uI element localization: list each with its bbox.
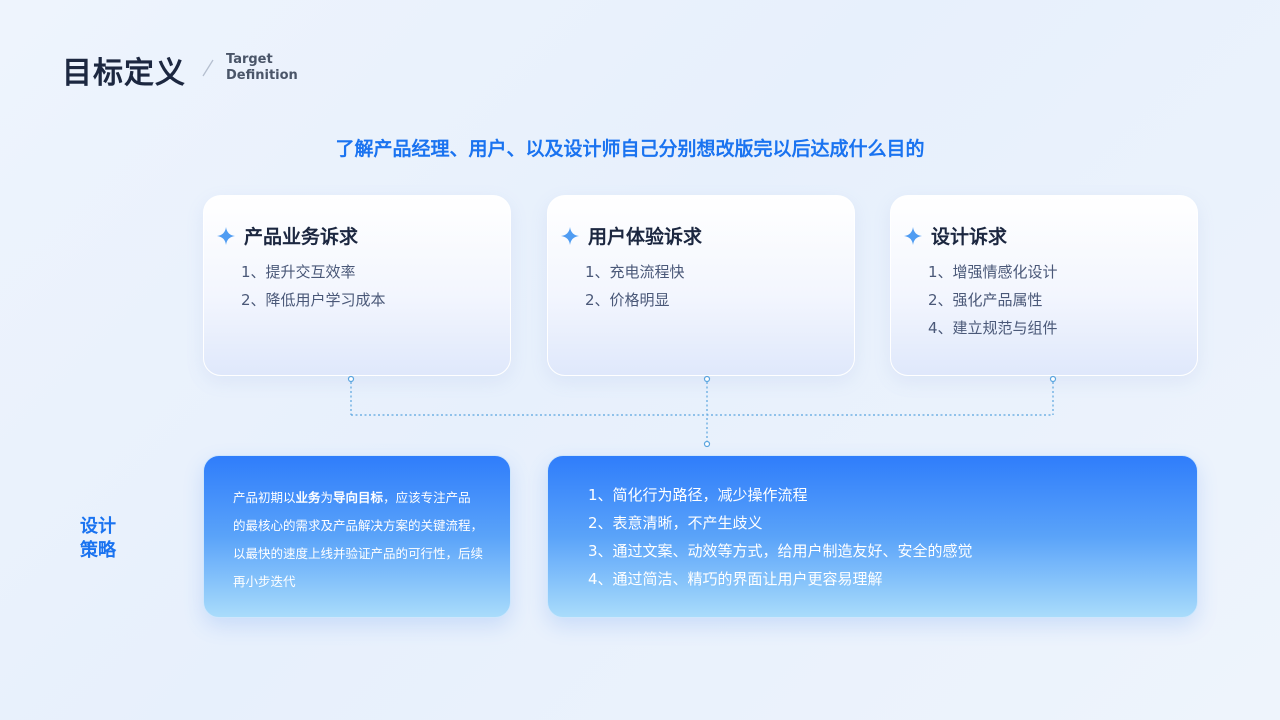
- strategy-summary-card: 产品初期以业务为导向目标，应该专注产品的最核心的需求及产品解决方案的关键流程，以…: [203, 455, 511, 618]
- strategy-paragraph: 产品初期以业务为导向目标，应该专注产品的最核心的需求及产品解决方案的关键流程，以…: [233, 484, 483, 596]
- card-header: 设计诉求: [903, 222, 1007, 249]
- four-point-star-icon: [217, 226, 235, 245]
- list-item: 3、通过文案、动效等方式，给用户制造友好、安全的感觉: [588, 542, 973, 560]
- card-header: 用户体验诉求: [560, 222, 702, 249]
- subtitle: 了解产品经理、用户、以及设计师自己分别想改版完以后达成什么目的: [335, 138, 925, 160]
- card-title: 用户体验诉求: [588, 226, 703, 248]
- list-item: 1、增强情感化设计: [928, 263, 1058, 281]
- strategy-label-line1: 设计: [80, 516, 116, 537]
- list-item: 4、建立规范与组件: [928, 319, 1058, 337]
- card-items: 1、增强情感化设计 2、强化产品属性 4、建立规范与组件: [928, 258, 1058, 342]
- card-business: 产品业务诉求 1、提升交互效率 2、降低用户学习成本: [203, 195, 511, 376]
- list-item: 1、提升交互效率: [241, 263, 356, 281]
- card-items: 1、提升交互效率 2、降低用户学习成本: [241, 258, 386, 314]
- list-item: 1、充电流程快: [585, 263, 685, 281]
- page-title: 目标定义: [62, 56, 186, 91]
- list-item: 1、简化行为路径，减少操作流程: [588, 486, 808, 504]
- list-item: 2、表意清晰，不产生歧义: [588, 514, 763, 532]
- slash-divider: [202, 59, 214, 77]
- list-item: 4、通过简洁、精巧的界面让用户更容易理解: [588, 570, 883, 588]
- card-title: 产品业务诉求: [244, 226, 359, 248]
- para-bold-goal: 导向目标: [333, 490, 384, 505]
- para-text: 为: [320, 490, 334, 505]
- strategy-list: 1、简化行为路径，减少操作流程 2、表意清晰，不产生歧义 3、通过文案、动效等方…: [588, 481, 973, 593]
- list-item: 2、强化产品属性: [928, 291, 1043, 309]
- card-design: 设计诉求 1、增强情感化设计 2、强化产品属性 4、建立规范与组件: [890, 195, 1198, 376]
- card-user-experience: 用户体验诉求 1、充电流程快 2、价格明显: [547, 195, 855, 376]
- connector-node: [703, 440, 711, 448]
- strategy-label-line2: 策略: [80, 540, 116, 561]
- para-bold-business: 业务: [295, 490, 321, 505]
- card-header: 产品业务诉求: [216, 222, 358, 249]
- list-item: 2、降低用户学习成本: [241, 291, 386, 309]
- title-en-line2: Definition: [226, 68, 298, 83]
- page-title-en: Target Definition: [226, 52, 298, 84]
- strategy-label: 设计 策略: [80, 515, 124, 563]
- strategy-list-card: 1、简化行为路径，减少操作流程 2、表意清晰，不产生歧义 3、通过文案、动效等方…: [547, 455, 1198, 618]
- list-item: 2、价格明显: [585, 291, 670, 309]
- connector-node: [703, 375, 711, 383]
- card-items: 1、充电流程快 2、价格明显: [585, 258, 685, 314]
- four-point-star-icon: [904, 226, 922, 245]
- title-en-line1: Target: [226, 52, 273, 67]
- card-title: 设计诉求: [931, 226, 1008, 248]
- connector-node: [347, 375, 355, 383]
- para-text: 产品初期以: [233, 490, 296, 505]
- four-point-star-icon: [561, 226, 579, 245]
- connector-node: [1049, 375, 1057, 383]
- para-text: ，应该专注产品的最核心的需求及产品解决方案的关键流程，以最快的速度上线并验证产品…: [233, 490, 484, 589]
